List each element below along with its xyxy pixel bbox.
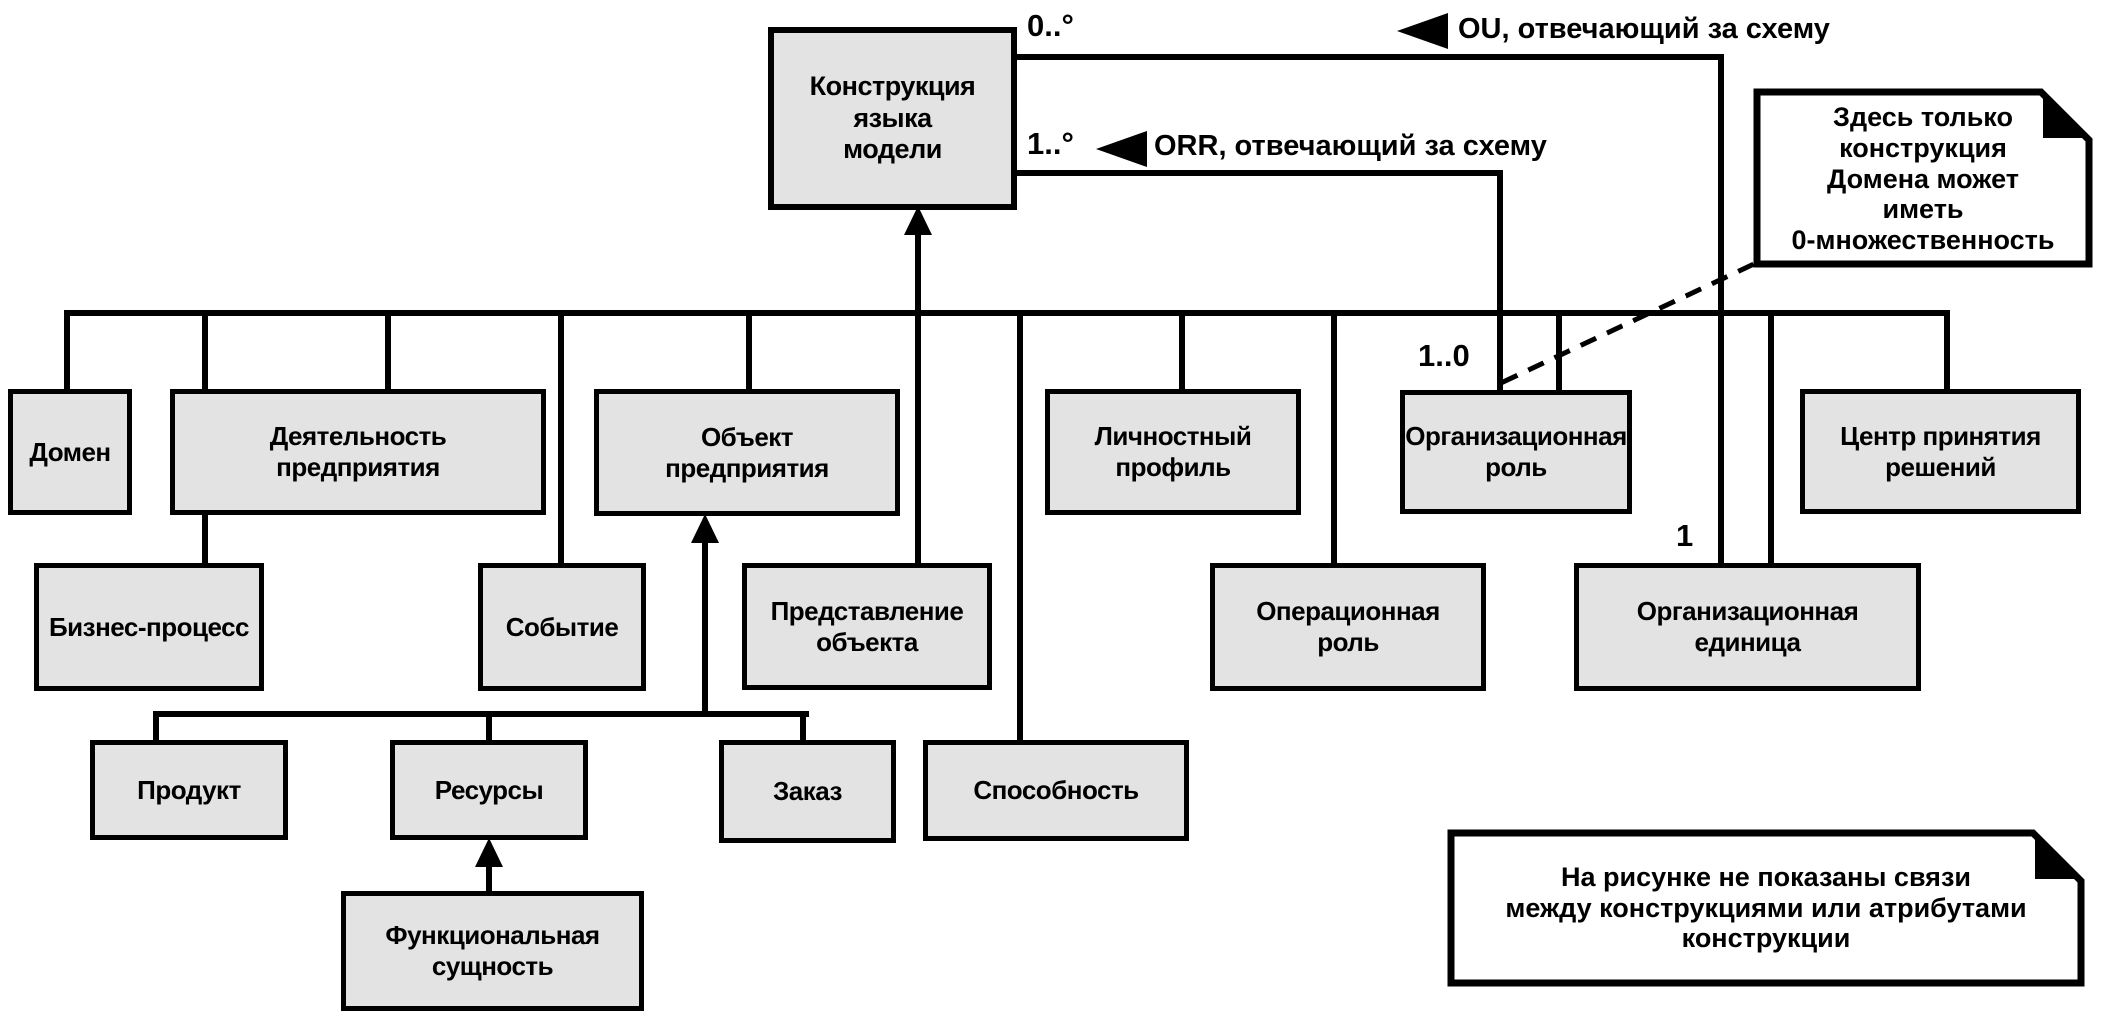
arrow-line-func-entity <box>486 862 492 895</box>
arrowhead-orr <box>1096 131 1147 167</box>
arrowhead-to-resources <box>475 838 503 867</box>
node-event: Событие <box>478 563 646 691</box>
node-enterprise-object: Объект предприятия <box>594 389 900 516</box>
multiplicity-one-many: 1..° <box>1027 126 1074 161</box>
arrowhead-ou <box>1397 13 1448 49</box>
drop-line-order <box>800 711 806 744</box>
drop-line-capability <box>1017 310 1023 743</box>
node-operational-role: Операционная роль <box>1210 563 1486 691</box>
node-functional-entity: Функциональная сущность <box>341 891 644 1011</box>
edge-ou-vertical <box>1718 54 1724 566</box>
note-relations-not-shown: На рисунке не показаны связи между конст… <box>1505 861 2027 954</box>
multiplicity-one-zero: 1..0 <box>1418 338 1470 373</box>
drop-line-domain <box>64 310 70 392</box>
drop-line-profile <box>1179 310 1185 392</box>
drop-line-op-role <box>1331 310 1337 566</box>
drop-line-org-unit <box>1768 310 1774 566</box>
node-resources: Ресурсы <box>390 740 588 840</box>
edge-orr-label: ORR, отвечающий за схему <box>1154 130 1547 162</box>
note-shape-bottom <box>1447 829 2085 987</box>
node-organizational-role: Организационная роль <box>1400 390 1632 514</box>
node-object-view: Представление объекта <box>742 563 992 690</box>
note-domain-multiplicity: Здесь только конструкция Домена может им… <box>1791 102 2055 256</box>
drop-line-event <box>558 310 564 566</box>
node-product: Продукт <box>90 740 288 840</box>
node-order: Заказ <box>719 740 896 843</box>
node-domain: Домен <box>8 389 132 515</box>
drop-line-activity <box>385 310 391 392</box>
edge-ou-horizontal <box>1015 54 1724 60</box>
node-enterprise-activity: Деятельность предприятия <box>170 389 546 515</box>
drop-line-object-view-and-root <box>915 230 921 566</box>
node-person-profile: Личностный профиль <box>1045 389 1301 515</box>
multiplicity-zero-many: 0..° <box>1027 8 1074 43</box>
edge-orr-vertical <box>1497 170 1503 392</box>
edge-orr-horizontal <box>1015 170 1503 176</box>
edge-ou-label: OU, отвечающий за схему <box>1458 13 1830 45</box>
note-shape-domain <box>1753 88 2093 268</box>
node-business-process: Бизнес-процесс <box>34 563 264 691</box>
drop-line-resources <box>486 711 492 744</box>
node-decision-center: Центр принятия решений <box>1800 389 2081 514</box>
node-model-language-construct: Конструкция языка модели <box>768 27 1017 210</box>
node-capability: Способность <box>923 740 1189 841</box>
object-sub-bus <box>156 711 809 717</box>
arrow-line-to-object <box>702 540 708 717</box>
node-organizational-unit: Организационная единица <box>1574 563 1921 691</box>
arrowhead-to-object <box>691 514 719 543</box>
generalization-bus <box>64 310 1950 316</box>
drop-line-product <box>153 711 159 744</box>
drop-line-object <box>746 310 752 392</box>
drop-line-decision-center <box>1944 310 1950 392</box>
multiplicity-one: 1 <box>1676 518 1694 553</box>
arrowhead-to-root <box>904 206 932 235</box>
